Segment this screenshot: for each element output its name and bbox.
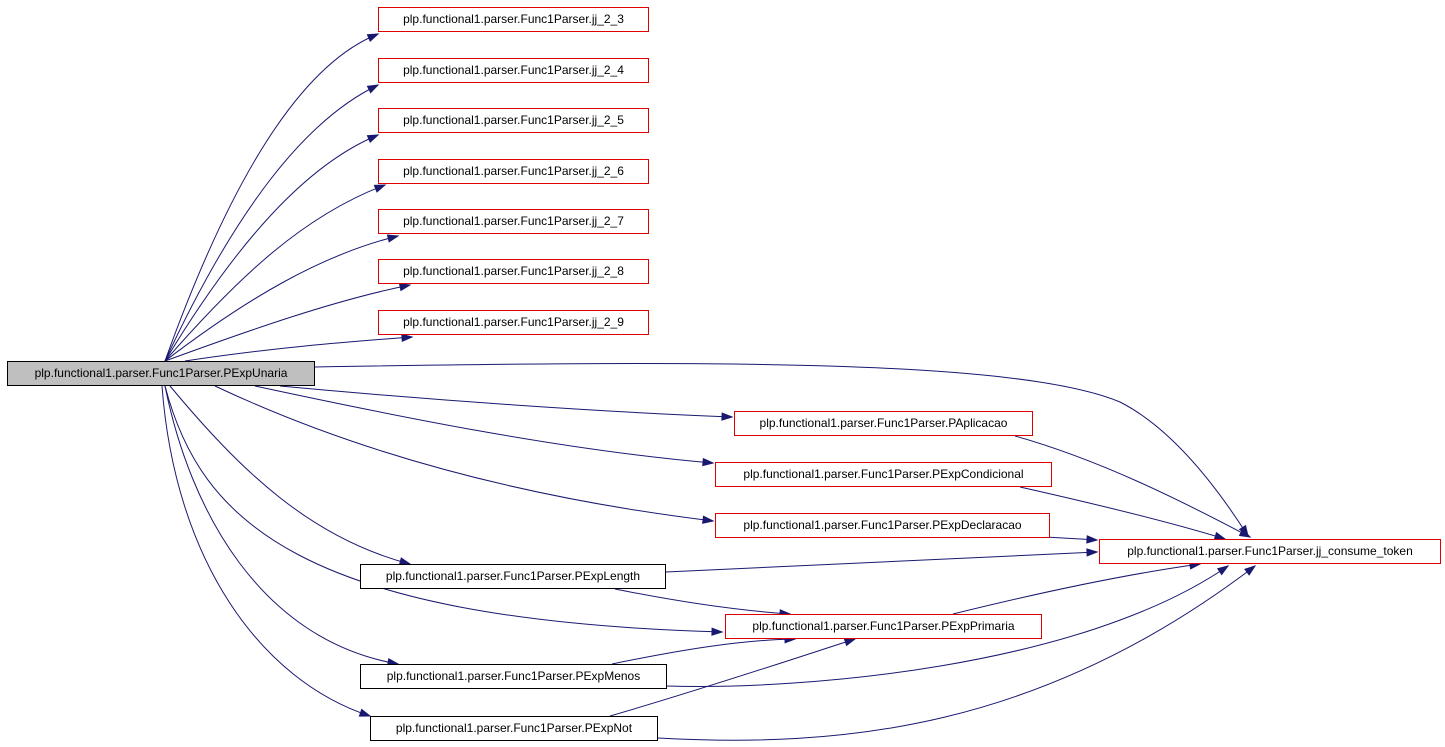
arrowhead-icon	[843, 638, 857, 647]
edge-root-to-condicional	[254, 385, 715, 467]
arrowhead-icon	[1216, 565, 1230, 576]
arrowhead-icon	[386, 234, 400, 243]
edge-root-to-length	[169, 385, 412, 566]
edge-root-to-aplicacao	[279, 385, 734, 421]
edge-line	[164, 385, 723, 633]
edge-line	[314, 363, 1249, 537]
edge-length-to-consume	[665, 548, 1099, 573]
node-jj-2-6[interactable]: plp.functional1.parser.Func1Parser.jj_2_…	[378, 159, 649, 184]
edge-line	[184, 336, 413, 362]
edge-line	[666, 565, 1229, 687]
arrowhead-icon	[366, 33, 380, 42]
node-paplicacao[interactable]: plp.functional1.parser.Func1Parser.PApli…	[734, 411, 1033, 436]
node-pexpunaria: plp.functional1.parser.Func1Parser.PExpU…	[7, 361, 315, 386]
edge-line	[164, 284, 411, 362]
arrowhead-icon	[1086, 548, 1099, 557]
edge-line	[279, 385, 733, 418]
edge-line	[952, 563, 1201, 615]
edge-root-to-jj23	[164, 33, 380, 362]
node-jj-2-7[interactable]: plp.functional1.parser.Func1Parser.jj_2_…	[378, 209, 649, 234]
edge-root-to-jj29	[184, 333, 414, 362]
node-jj-2-5[interactable]: plp.functional1.parser.Func1Parser.jj_2_…	[378, 108, 649, 133]
edge-line	[164, 184, 386, 362]
edge-root-to-jj28	[164, 282, 412, 362]
edge-menos-to-consume	[666, 565, 1230, 687]
edge-root-to-jj27	[164, 234, 400, 362]
arrowhead-icon	[721, 412, 734, 421]
edge-menos-to-primaria	[611, 635, 797, 665]
edge-root-to-consume	[314, 363, 1249, 538]
node-pexpdeclaracao[interactable]: plp.functional1.parser.Func1Parser.PExpD…	[715, 513, 1050, 538]
arrowhead-icon	[711, 627, 724, 636]
edge-line	[164, 235, 399, 362]
edge-primaria-to-consume	[952, 561, 1202, 615]
arrowhead-icon	[1086, 535, 1099, 544]
arrowhead-icon	[1244, 565, 1257, 576]
edge-not-to-consume	[657, 565, 1257, 741]
edge-root-to-jj25	[164, 134, 380, 362]
arrowhead-icon	[1238, 528, 1252, 538]
node-pexpnot[interactable]: plp.functional1.parser.Func1Parser.PExpN…	[370, 716, 658, 741]
node-pexpmenos[interactable]: plp.functional1.parser.Func1Parser.PExpM…	[360, 664, 667, 689]
node-pexpcondicional[interactable]: plp.functional1.parser.Func1Parser.PExpC…	[715, 462, 1052, 487]
edge-root-to-menos	[164, 385, 400, 667]
arrowhead-icon	[702, 515, 715, 524]
edge-line	[614, 588, 791, 615]
arrowhead-icon	[366, 134, 380, 144]
node-pexpprimaria[interactable]: plp.functional1.parser.Func1Parser.PExpP…	[725, 614, 1042, 639]
edge-line	[164, 385, 399, 665]
node-jj-2-8[interactable]: plp.functional1.parser.Func1Parser.jj_2_…	[378, 259, 649, 284]
edge-line	[169, 385, 411, 565]
arrowhead-icon	[398, 282, 412, 292]
arrowhead-icon	[366, 84, 380, 94]
edge-aplicacao-to-consume	[1014, 435, 1252, 538]
edge-line	[609, 638, 856, 717]
edge-root-to-declaracao	[214, 385, 715, 524]
node-jj-consume-token[interactable]: plp.functional1.parser.Func1Parser.jj_co…	[1099, 539, 1441, 564]
edge-line	[214, 385, 714, 522]
node-jj-2-9[interactable]: plp.functional1.parser.Func1Parser.jj_2_…	[378, 310, 649, 335]
arrowhead-icon	[401, 333, 414, 342]
node-jj-2-4[interactable]: plp.functional1.parser.Func1Parser.jj_2_…	[378, 58, 649, 83]
edge-line	[1014, 435, 1251, 538]
edge-length-to-primaria	[614, 588, 792, 618]
edge-line	[1019, 486, 1226, 540]
edge-root-to-jj26	[164, 184, 387, 362]
edge-condicional-to-consume	[1019, 486, 1227, 540]
edge-line	[254, 385, 714, 464]
arrowhead-icon	[358, 708, 372, 717]
edge-root-to-jj24	[164, 84, 380, 362]
edge-line	[657, 565, 1256, 741]
edge-declaracao-to-consume	[1044, 535, 1099, 544]
arrowhead-icon	[373, 184, 387, 193]
edge-root-to-primaria	[164, 385, 724, 636]
edge-line	[611, 638, 796, 665]
edge-line	[665, 551, 1098, 573]
edge-root-to-not	[161, 385, 372, 717]
edge-line	[164, 134, 379, 362]
node-jj-2-3[interactable]: plp.functional1.parser.Func1Parser.jj_2_…	[378, 7, 649, 32]
edge-line	[164, 84, 379, 362]
edge-line	[164, 33, 379, 362]
arrowhead-icon	[702, 457, 715, 467]
node-pexplength[interactable]: plp.functional1.parser.Func1Parser.PExpL…	[360, 564, 666, 589]
edge-line	[161, 385, 371, 717]
